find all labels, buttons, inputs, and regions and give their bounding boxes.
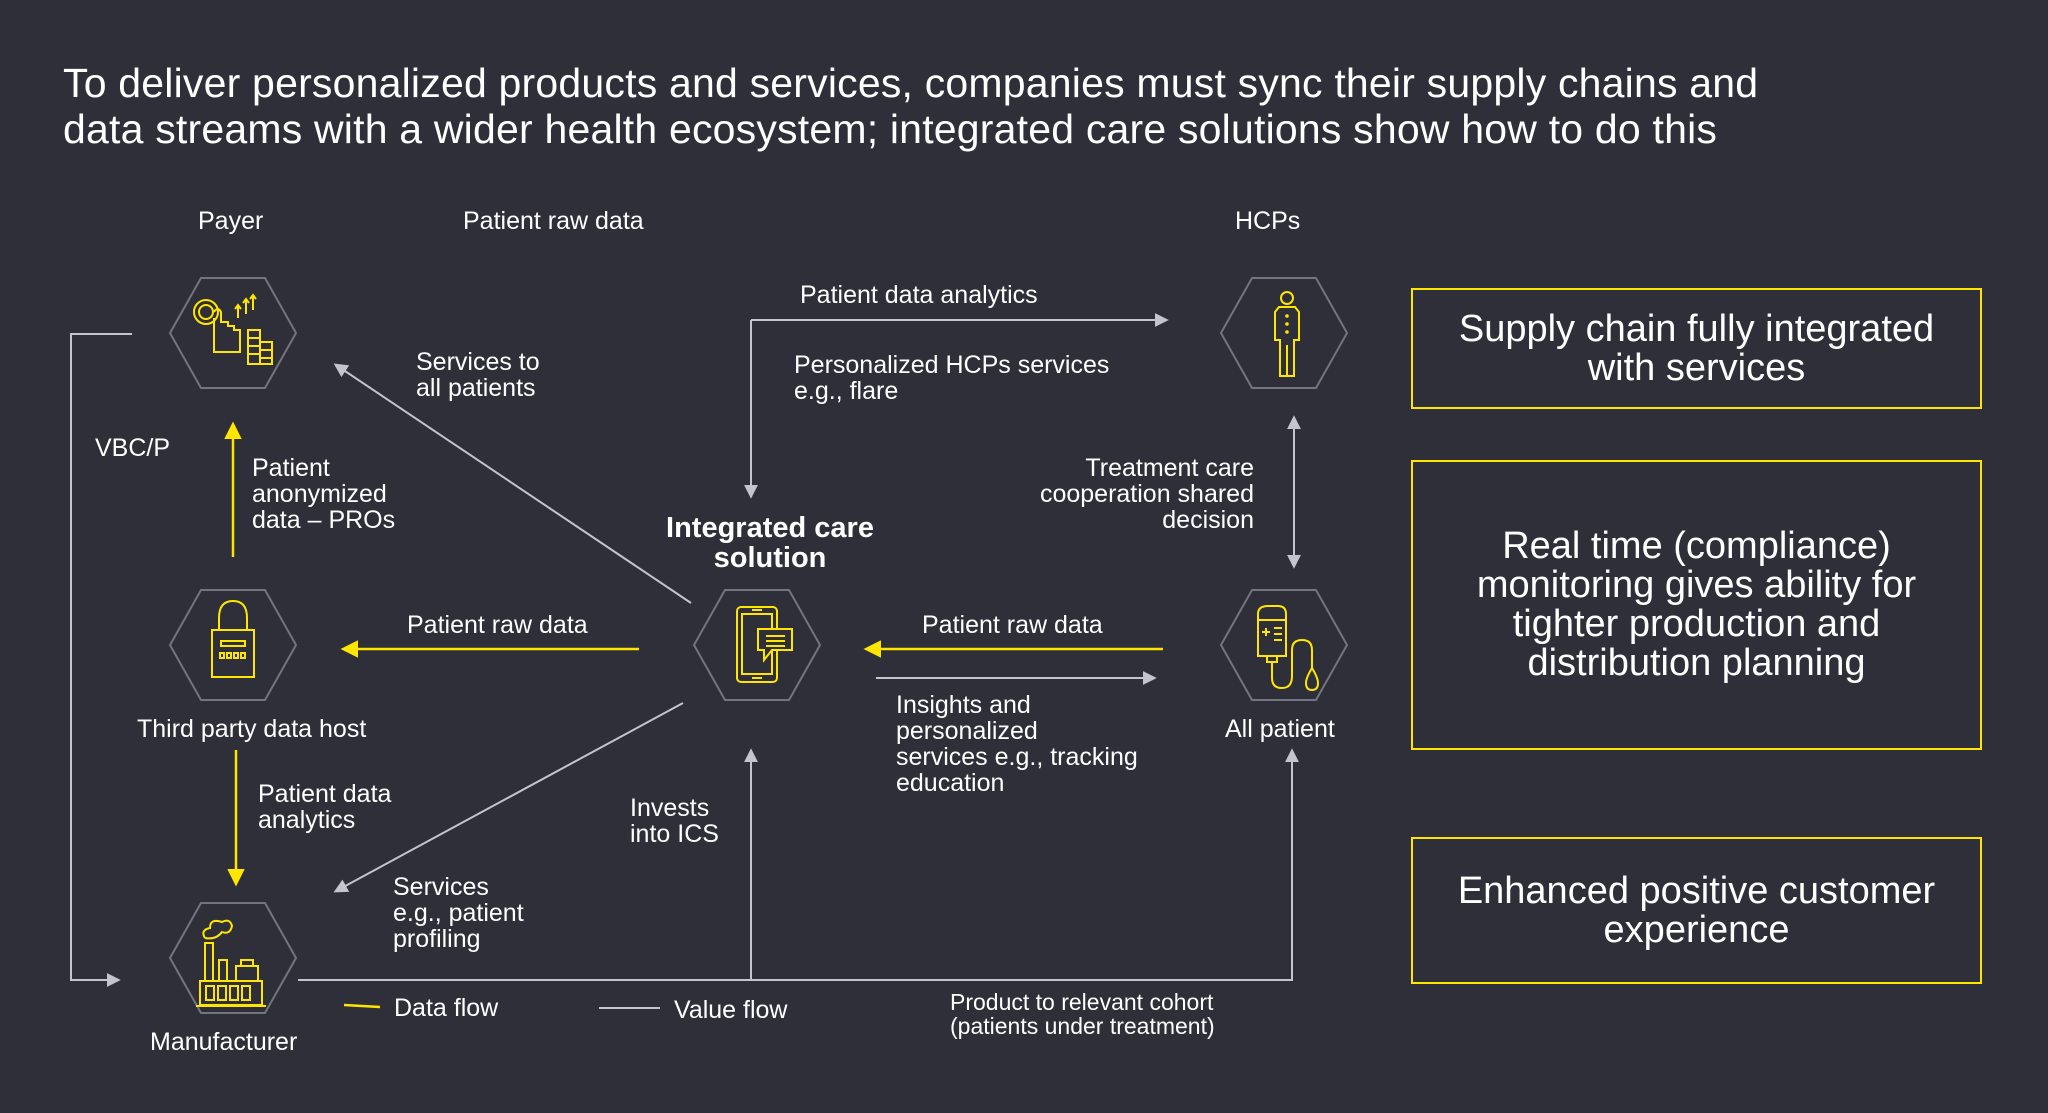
flow-label-hcp-services: Personalized HCPs services e.g., flare xyxy=(794,351,1110,405)
flow-label-host-analytics: Patient data analytics xyxy=(258,780,392,834)
outcome-box-real-time: Real time (compliance) monitoring gives … xyxy=(1411,460,1982,750)
services-to-all-arrow xyxy=(333,363,692,604)
flow-label-anonymized: Patient anonymized data – PROs xyxy=(252,454,396,534)
product-cohort-line xyxy=(298,748,1299,981)
outcome-text-customer-experience: Enhanced positive customer experience xyxy=(1457,869,1936,951)
services-profiling-arrow xyxy=(333,702,684,893)
person-icon xyxy=(1274,291,1300,377)
mobile-chat-icon xyxy=(736,606,793,683)
outcome-text-real-time: Real time (compliance) monitoring gives … xyxy=(1476,525,1917,684)
hexagon-hcps xyxy=(1219,277,1349,389)
outcome-text-supply-chain: Supply chain fully integrated with servi… xyxy=(1458,307,1935,389)
node-label-ics: Integrated care solution xyxy=(666,512,874,574)
flow-label-invests: Invests into ICS xyxy=(630,794,719,848)
hexagon-third-party xyxy=(168,589,298,701)
node-label-third-party: Third party data host xyxy=(137,715,367,743)
node-label-payer: Payer xyxy=(198,207,264,235)
page-title: To deliver personalized products and ser… xyxy=(63,60,1758,152)
hexagon-ics xyxy=(692,589,822,701)
iv-drip-icon xyxy=(1257,605,1320,692)
hexagon-manufacturer xyxy=(168,902,298,1014)
padlock-icon xyxy=(211,599,255,678)
hexagon-payer xyxy=(168,277,298,389)
flow-label-raw-data-to-host: Patient raw data xyxy=(407,611,588,639)
node-label-hcps: HCPs xyxy=(1235,207,1301,235)
vbc-line xyxy=(70,333,132,987)
hexagon-all-patient xyxy=(1219,589,1349,701)
title-line-1: To deliver personalized products and ser… xyxy=(63,60,1759,106)
flow-label-services-profiling: Services e.g., patient profiling xyxy=(393,873,524,953)
outcome-box-supply-chain: Supply chain fully integrated with servi… xyxy=(1411,288,1982,409)
payment-hand-coins-icon xyxy=(193,293,273,365)
node-label-all-patient: All patient xyxy=(1225,715,1335,743)
flow-label-services-to-all: Services to all patients xyxy=(416,348,540,402)
legend-data-flow-label: Data flow xyxy=(394,994,499,1022)
flow-label-patient-raw-data-top: Patient raw data xyxy=(463,207,644,235)
title-line-2: data streams with a wider health ecosyst… xyxy=(63,106,1718,152)
flow-label-product-cohort: Product to relevant cohort (patients und… xyxy=(950,989,1215,1039)
node-label-manufacturer: Manufacturer xyxy=(150,1028,298,1056)
outcome-box-customer-experience: Enhanced positive customer experience xyxy=(1411,837,1982,984)
legend-value-flow-label: Value flow xyxy=(674,996,788,1024)
flow-label-insights: Insights and personalized services e.g.,… xyxy=(896,691,1138,797)
flow-label-hcp-analytics: Patient data analytics xyxy=(800,281,1038,309)
flow-label-vbc: VBC/P xyxy=(95,434,171,462)
flow-label-raw-data-from-patient: Patient raw data xyxy=(922,611,1103,639)
flow-label-treatment: Treatment care cooperation shared decisi… xyxy=(1039,454,1254,534)
legend-data-flow-swatch xyxy=(343,1003,381,1009)
factory-icon xyxy=(196,919,266,1007)
